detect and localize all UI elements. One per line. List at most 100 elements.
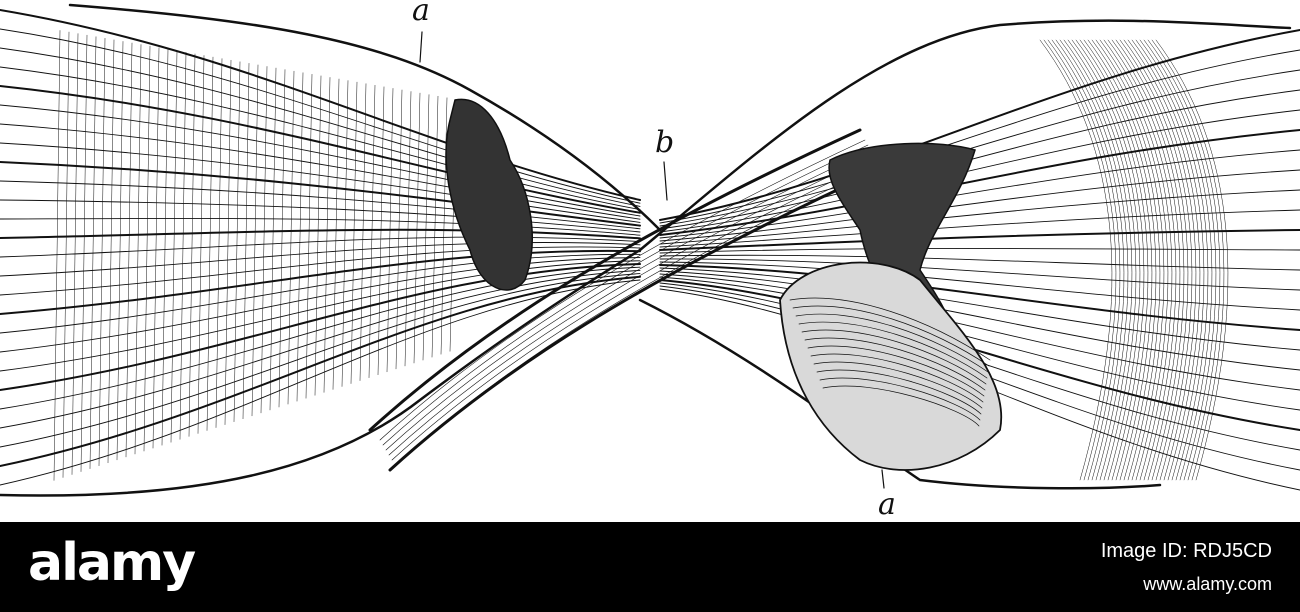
right-fiber — [659, 189, 1300, 245]
left-fiber — [0, 123, 641, 220]
right-fiber — [659, 229, 1300, 251]
right-striation — [1135, 39, 1209, 481]
right-striation — [1119, 39, 1193, 481]
left-fiber — [0, 260, 641, 372]
right-striation — [1079, 39, 1153, 481]
right-fiber — [659, 209, 1300, 248]
left-striation — [386, 88, 394, 373]
left-fiber — [0, 28, 641, 204]
label-a-bottom: a — [878, 487, 896, 522]
right-striation — [1095, 39, 1169, 481]
lesion-right-upper — [828, 142, 976, 351]
crossing-band-fiber — [388, 154, 875, 456]
lesion-left — [445, 98, 533, 291]
left-striation — [332, 78, 340, 390]
engraving-figure: a b a — [0, 0, 1300, 522]
lesion-right-lower-hatch — [813, 361, 983, 409]
left-striation — [62, 31, 70, 478]
left-outline-bottom — [0, 248, 642, 497]
lesion-right-lower-hatch — [798, 321, 988, 379]
left-striation — [269, 67, 277, 411]
crossing-band-fiber — [382, 144, 869, 446]
right-fiber — [659, 261, 1300, 311]
left-striation — [134, 44, 142, 455]
left-fiber — [0, 85, 641, 214]
right-fiber — [659, 247, 1300, 254]
left-fiber — [0, 142, 641, 223]
label-b-leader — [663, 161, 668, 201]
right-striation — [1147, 39, 1221, 481]
right-fiber — [659, 254, 1300, 271]
left-fiber — [0, 242, 641, 277]
crossing-band-fiber — [391, 159, 878, 461]
left-striation — [188, 53, 196, 437]
right-striation — [1043, 39, 1117, 481]
left-striation — [107, 39, 115, 464]
left-fiber — [0, 249, 641, 315]
right-striation — [1075, 39, 1149, 481]
label-a-bottom-leader — [881, 469, 885, 489]
left-striation — [170, 50, 178, 443]
right-striation — [1151, 39, 1225, 481]
left-striation — [71, 33, 79, 475]
watermark-footer: alamy Image ID: RDJ5CD www.alamy.com — [0, 522, 1300, 612]
left-striation — [161, 48, 169, 446]
right-fiber — [659, 264, 1300, 331]
left-fiber — [0, 9, 641, 201]
right-striation — [1083, 39, 1157, 481]
crossing-band-upper — [368, 128, 862, 432]
left-striation — [233, 61, 241, 422]
site-url-text: www.alamy.com — [1143, 574, 1272, 594]
left-fiber — [0, 104, 641, 217]
right-striation — [1047, 39, 1121, 481]
right-striation — [1059, 39, 1133, 481]
right-striation — [1087, 39, 1161, 481]
lesion-right-lower-hatch — [801, 329, 987, 385]
left-striation — [53, 30, 61, 481]
right-striation — [1155, 39, 1229, 481]
left-striation — [215, 58, 223, 428]
left-striation — [305, 74, 313, 399]
right-fiber — [659, 149, 1300, 239]
left-striation — [143, 45, 151, 452]
right-striation — [1071, 39, 1145, 481]
left-fiber — [0, 263, 641, 391]
left-striation — [116, 41, 124, 461]
left-striation — [179, 52, 187, 440]
left-striation — [125, 42, 133, 458]
right-fiber — [659, 267, 1300, 351]
left-striation — [422, 94, 430, 361]
right-striation — [1115, 39, 1189, 481]
left-striation — [296, 72, 304, 402]
lesion-right-lower-hatch — [819, 377, 981, 421]
left-striation — [404, 91, 412, 367]
left-fiber — [0, 161, 641, 227]
right-striation — [1107, 39, 1181, 481]
right-fiber — [659, 129, 1300, 236]
lesion-right-lower-hatch — [792, 305, 990, 367]
left-striation — [323, 77, 331, 393]
right-striation — [1099, 39, 1173, 481]
right-striation — [1123, 39, 1197, 481]
right-fiber — [659, 273, 1300, 391]
left-striation — [287, 70, 295, 405]
left-striation — [359, 83, 367, 381]
right-striation — [1103, 39, 1177, 481]
image-id-text: Image ID: RDJ5CD — [1100, 540, 1272, 562]
lesion-right-lower-hatch — [816, 369, 982, 415]
left-fiber — [0, 218, 641, 236]
left-striation — [206, 56, 214, 431]
right-fiber — [659, 276, 1300, 411]
right-striation — [1063, 39, 1137, 481]
right-striation — [1055, 39, 1129, 481]
left-fiber — [0, 275, 641, 467]
left-striation — [89, 36, 97, 469]
lesion-right-lower-hatch — [807, 345, 985, 397]
left-striation — [98, 38, 106, 467]
right-striation — [1067, 39, 1141, 481]
lesion-right-lower-hatch — [789, 297, 991, 361]
lesion-right-lower-hatch — [795, 313, 989, 373]
left-fiber — [0, 257, 641, 353]
crossing-band-fiber — [379, 139, 866, 441]
